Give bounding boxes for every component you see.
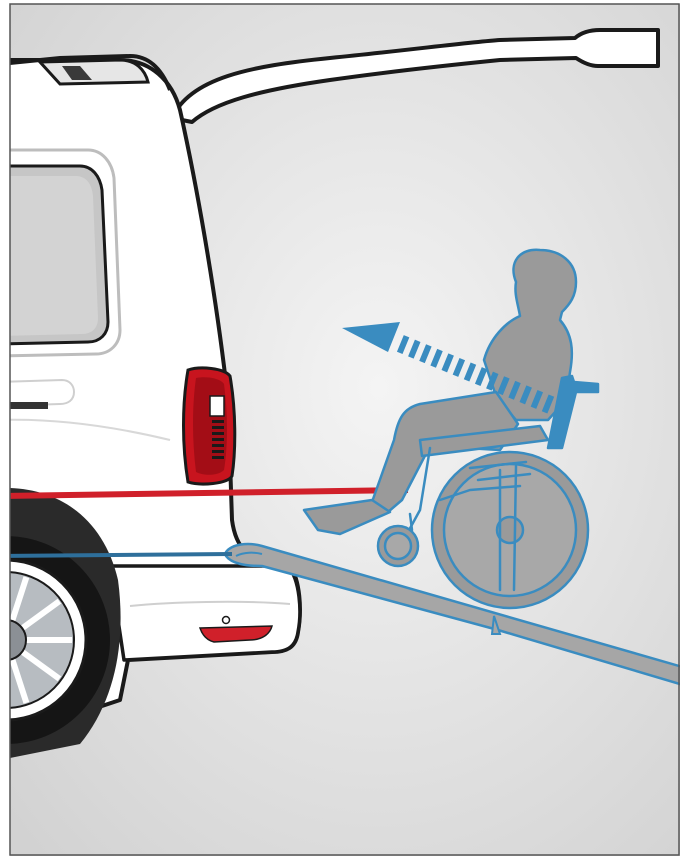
rear-bumper: [108, 564, 302, 662]
arrow-dash: [419, 344, 432, 364]
direction-arrow: [342, 322, 555, 414]
frame-border: [9, 3, 680, 856]
tail-light-segment: [212, 450, 224, 453]
bumper-reflector: [198, 625, 273, 643]
person-legs: [370, 390, 520, 514]
arrow-dash: [519, 385, 532, 405]
tail-light-segment: [212, 444, 224, 447]
rim-spoke: [20, 598, 62, 631]
ramp-joint: [490, 615, 502, 635]
door-handle: [10, 402, 48, 409]
body-crease: [10, 378, 76, 407]
tail-light: [182, 366, 237, 486]
reverse-light: [209, 395, 225, 417]
arrow-dash: [541, 394, 555, 414]
tail-light-segment: [212, 426, 224, 429]
person-foot: [302, 498, 392, 536]
van-roof-edge: [10, 53, 172, 91]
body-line: [10, 418, 171, 441]
bumper-crease: [129, 600, 291, 607]
rear-wheel-hub: [495, 515, 525, 545]
ramp: [224, 542, 680, 686]
sensor-dot: [221, 615, 231, 625]
wheelchair-side-bar: [438, 484, 522, 502]
tail-light-segment: [212, 420, 224, 423]
tail-light-segment: [212, 438, 224, 441]
ramp-surface: [224, 542, 680, 686]
rim-spokes: [10, 576, 72, 704]
rim-spoke: [20, 649, 62, 682]
arrow-dash: [441, 353, 454, 373]
height-guide-blue: [10, 552, 233, 558]
tail-light-segments: [212, 420, 224, 459]
ramp-hinge: [235, 551, 263, 557]
roof-light: [62, 66, 92, 80]
arrow-dash: [486, 371, 499, 391]
wheel: [10, 536, 110, 744]
rear-window-glass: [10, 176, 98, 336]
arrow-dash: [474, 367, 488, 387]
arrow-dash: [508, 380, 521, 400]
tailgate: [170, 28, 660, 124]
tail-light-segment: [212, 456, 224, 459]
arrow-dash: [430, 348, 443, 368]
wheelchair-frame-bars: [468, 460, 532, 592]
tailgate-body: [170, 28, 660, 124]
roof-rail: [36, 58, 150, 86]
arrow-head: [342, 322, 400, 352]
rim-spoke: [10, 658, 30, 704]
caster-fork: [408, 512, 414, 532]
arrow-dash: [463, 362, 477, 382]
arrow-dash: [497, 376, 510, 396]
arrow-dash: [452, 357, 466, 377]
arrow-dash: [396, 335, 410, 355]
arrow-dashes: [396, 335, 555, 414]
tail-light-segment: [212, 432, 224, 435]
caster-wheel-inner: [383, 531, 413, 561]
rim-spoke: [10, 576, 30, 622]
height-guide-red: [10, 487, 409, 499]
arrow-dash: [530, 389, 544, 409]
hub: [10, 619, 27, 661]
arrow-dash: [408, 339, 421, 359]
wheelchair-backrest: [546, 374, 600, 450]
wheelchair-seat: [418, 424, 550, 458]
